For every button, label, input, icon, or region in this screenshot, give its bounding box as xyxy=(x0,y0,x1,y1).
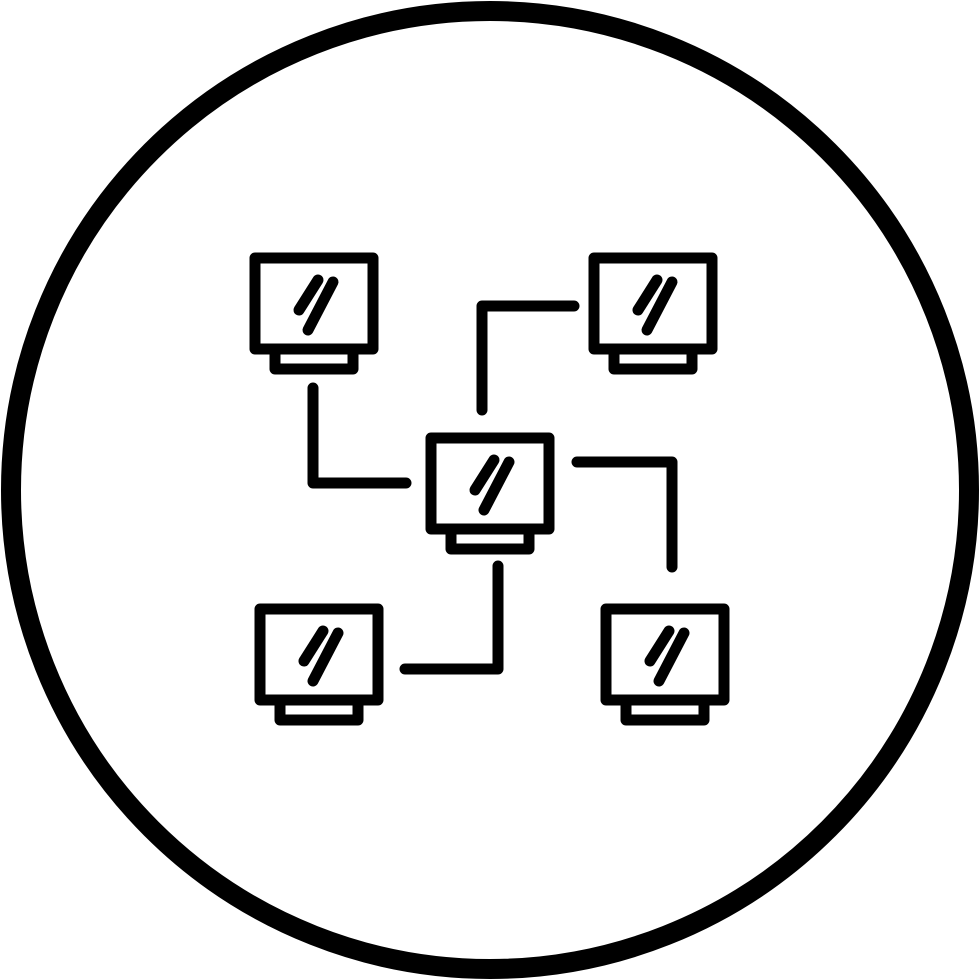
monitor-icon-top-left xyxy=(249,252,379,375)
monitor-icon-bottom-right xyxy=(600,603,730,726)
connection-line-top-right xyxy=(476,300,580,416)
network-connections xyxy=(307,300,678,675)
monitor-icon-top-right xyxy=(588,252,718,375)
connection-line-bottom-left xyxy=(399,560,504,675)
monitor-icon-bottom-left xyxy=(254,603,384,726)
connection-line-top-left xyxy=(307,382,412,489)
connection-line-bottom-right xyxy=(571,456,678,573)
monitor-icon-center xyxy=(425,432,555,555)
